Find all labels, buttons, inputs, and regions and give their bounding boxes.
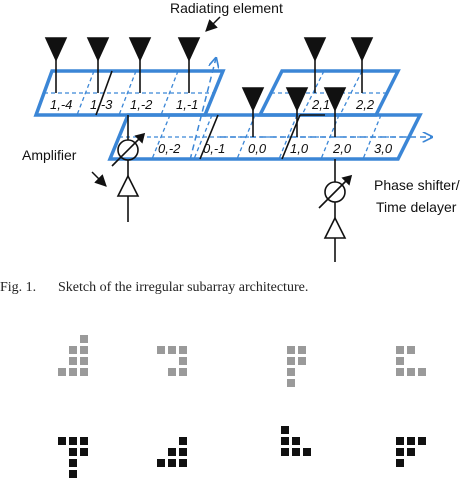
element-labels: 1,-4 1,-3 1,-2 1,-1 0,-2 0,-1 0,0 1,0 2,… <box>50 97 393 156</box>
gray-tile-2 <box>157 346 187 376</box>
gray-tile-3 <box>287 346 306 387</box>
right-amplifier-icon <box>323 216 347 239</box>
element-label-2-1: 2,1 <box>311 97 330 112</box>
antenna-2-2 <box>350 37 374 93</box>
element-label-1-0: 1,0 <box>290 141 309 156</box>
time-delayer-label: Time delayer <box>376 199 457 215</box>
antenna-1-0 <box>285 87 309 137</box>
left-amplifier-icon <box>116 174 140 197</box>
black-tile-3 <box>281 426 311 456</box>
amplifier-pointer <box>91 171 107 187</box>
antenna-1-1 <box>177 37 201 93</box>
gray-tile-4 <box>396 346 426 376</box>
antenna-1-2 <box>128 37 152 93</box>
element-label-2-2: 2,2 <box>355 97 375 112</box>
element-label-3-0: 3,0 <box>374 141 393 156</box>
gray-tile-1 <box>58 335 88 376</box>
element-label-1-1: 1,-1 <box>176 97 198 112</box>
element-label-0-1: 0,-1 <box>203 141 225 156</box>
element-label-1-2: 1,-2 <box>130 97 153 112</box>
black-tile-examples <box>58 426 426 478</box>
subarray-boundaries <box>95 70 325 160</box>
element-label-0-0: 0,0 <box>248 141 267 156</box>
amplifier-label: Amplifier <box>22 147 77 163</box>
annotation-arrows <box>91 16 221 187</box>
column-axis-arrow <box>189 58 216 161</box>
element-label-2-0: 2,0 <box>332 141 352 156</box>
right-feed-network <box>318 159 353 262</box>
element-label-1-3: 1,-3 <box>90 97 113 112</box>
antenna-2-0 <box>323 87 347 137</box>
antenna-1-3 <box>86 37 110 93</box>
element-label-1-4: 1,-4 <box>50 97 72 112</box>
radiating-element-label: Radiating element <box>170 0 283 16</box>
phase-shifter-label: Phase shifter/ <box>374 177 460 193</box>
radiating-element-pointer <box>205 16 221 32</box>
antenna-0-0 <box>241 87 265 137</box>
figure-caption-text: Sketch of the irregular subarray archite… <box>58 280 309 295</box>
antenna-1-4 <box>44 37 68 93</box>
figure-number: Fig. 1. <box>0 280 37 295</box>
antenna-2-1 <box>303 37 327 93</box>
left-feed-network <box>111 115 146 222</box>
black-tile-2 <box>157 437 187 467</box>
black-tile-1 <box>58 437 88 478</box>
figure-caption: Fig. 1. Sketch of the irregular subarray … <box>0 280 308 296</box>
antenna-elements <box>44 37 374 137</box>
gray-tile-examples <box>58 335 426 387</box>
element-label-0-2: 0,-2 <box>158 141 181 156</box>
black-tile-4 <box>396 437 426 467</box>
